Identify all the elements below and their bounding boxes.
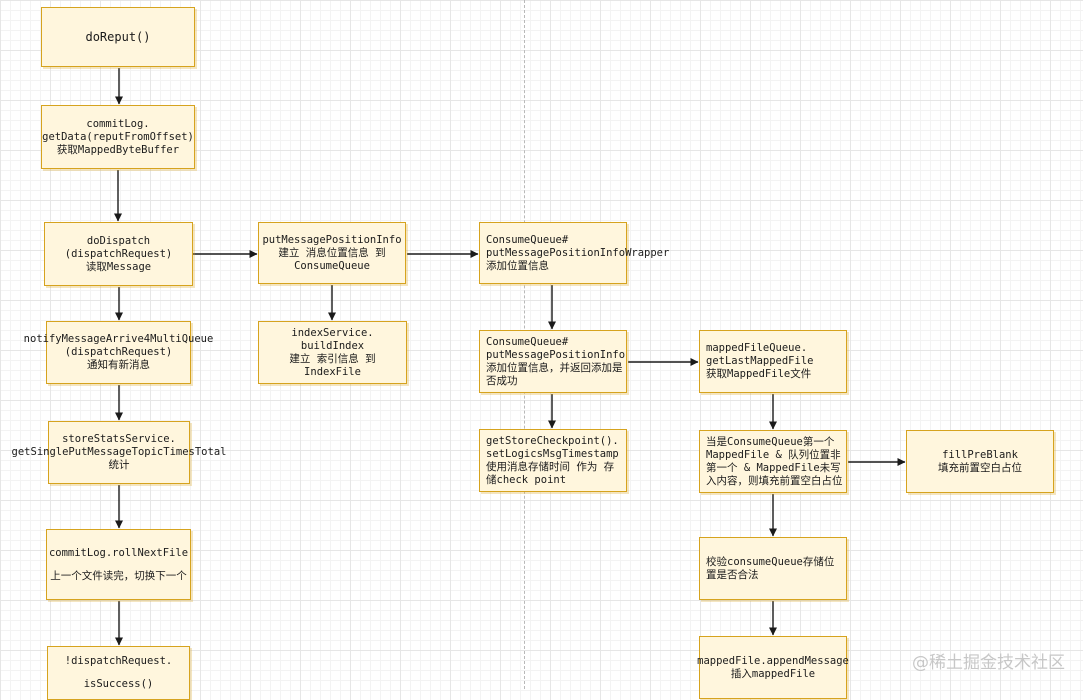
node-text-line: getSinglePutMessageTopicTimesTotal (11, 446, 227, 458)
node-text-line: putMessagePositionInfo (262, 233, 402, 246)
node-text-line: 插入mappedFile (730, 667, 816, 680)
node-getdata[interactable]: commitLog.getData(reputFromOffset)获取Mapp… (41, 105, 195, 169)
node-text-line: 添加位置信息 (486, 259, 549, 272)
node-text-line: buildIndex (300, 339, 365, 352)
node-text-line: !dispatchRequest. (64, 655, 173, 667)
node-text-line: 获取MappedFile文件 (706, 368, 812, 380)
node-text-line: 建立 索引信息 到 (289, 352, 376, 365)
node-stats[interactable]: storeStatsService.getSinglePutMessageTop… (12, 421, 226, 484)
node-text-line: 否成功 (486, 374, 518, 387)
node-text-line: commitLog. (86, 117, 150, 130)
node-text-line: 读取Message (85, 260, 152, 273)
node-text-line: commitLog.rollNextFile (48, 546, 189, 559)
node-wrapper[interactable]: ConsumeQueue#putMessagePositionInfoWrapp… (479, 222, 669, 284)
node-text-line: 当是ConsumeQueue第一个 (706, 435, 835, 448)
node-text-line: getData(reputFromOffset) (42, 130, 194, 143)
node-text-line: 统计 (108, 459, 130, 471)
node-text-line: ConsumeQueue# (486, 233, 569, 246)
node-validate[interactable]: 校验consumeQueue存储位置是否合法 (699, 537, 847, 600)
node-text-line: 添加位置信息，并返回添加是 (486, 361, 623, 374)
node-text-line: getStoreCheckpoint(). (486, 434, 619, 447)
node-text-line: 置是否合法 (706, 568, 759, 581)
node-checkpoint[interactable]: getStoreCheckpoint().setLogicsMsgTimesta… (479, 429, 627, 492)
node-text-line: getLastMappedFile (706, 355, 814, 367)
node-dodispatch[interactable]: doDispatch(dispatchRequest)读取Message (44, 222, 193, 286)
node-text-line: 入内容，则填充前置空白占位 (706, 474, 843, 487)
node-text-line: indexService. (291, 326, 374, 339)
node-text-line: (dispatchRequest) (64, 247, 173, 260)
node-text-line: 使用消息存储时间 作为 存 (486, 460, 615, 473)
node-text-line: 校验consumeQueue存储位 (706, 555, 835, 568)
node-text-line: setLogicsMsgTimestamp (486, 447, 619, 460)
node-text-line: fillPreBlank (942, 448, 1018, 461)
node-text-line: mappedFile.appendMessage (697, 654, 849, 667)
node-text-line: 上一个文件读完，切换下一个 (50, 569, 187, 582)
node-text-line: IndexFile (304, 365, 361, 378)
node-doreput[interactable]: doReput() (41, 7, 195, 67)
node-issuccess[interactable]: !dispatchRequest. isSuccess() (47, 646, 190, 700)
node-text-line: 建立 消息位置信息 到 (278, 246, 386, 259)
node-text-line: 储check point (486, 473, 567, 486)
node-text-line: doReput() (85, 29, 151, 44)
node-text-line: (dispatchRequest) (64, 346, 173, 358)
node-text-line: 第一个 & MappedFile未写 (706, 461, 841, 474)
node-text-line: MappedFile & 队列位置非 (706, 448, 841, 461)
node-text-line: 通知有新消息 (87, 359, 150, 371)
node-text-line: notifyMessageArrive4MultiQueue (23, 333, 214, 345)
node-text-line: 填充前置空白占位 (938, 461, 1022, 474)
node-text-line: doDispatch (86, 234, 151, 247)
node-notify[interactable]: notifyMessageArrive4MultiQueue(dispatchR… (24, 321, 213, 384)
node-text-line: putMessagePositionInfo (486, 348, 626, 361)
node-rollnext[interactable]: commitLog.rollNextFile 上一个文件读完，切换下一个 (46, 529, 191, 600)
node-text-line: putMessagePositionInfoWrapper (486, 246, 670, 259)
node-text-line: isSuccess() (83, 678, 154, 690)
watermark: @稀土掘金技术社区 (912, 653, 1065, 673)
node-text-line: 获取MappedByteBuffer (56, 143, 180, 156)
node-text-line: ConsumeQueue (294, 259, 370, 272)
node-text-line: mappedFileQueue. (706, 342, 808, 354)
node-text-line: storeStatsService. (62, 433, 176, 445)
node-text-line: ConsumeQueue# (486, 335, 569, 348)
